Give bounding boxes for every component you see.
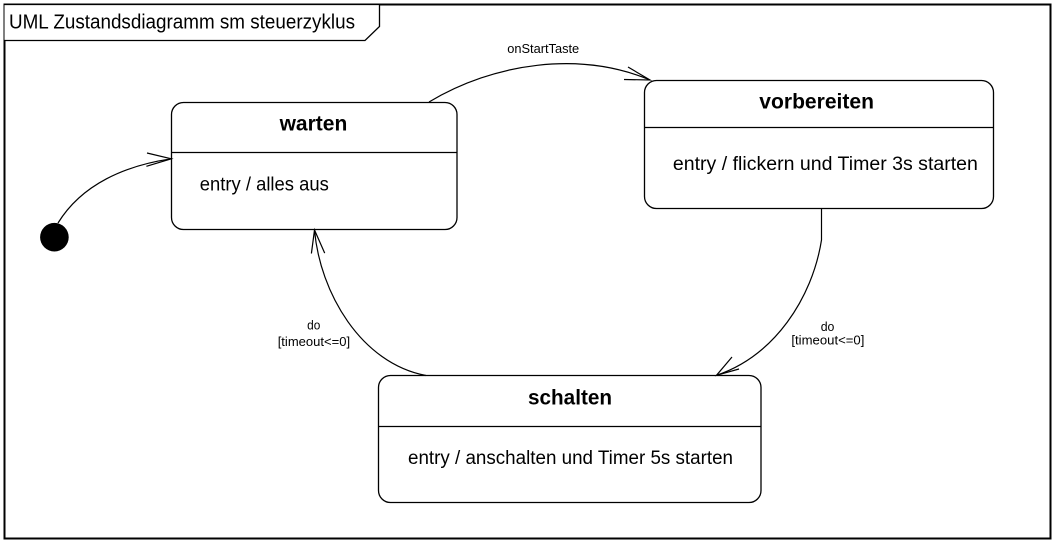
svg-text:entry / alles aus: entry / alles aus	[200, 175, 329, 196]
svg-text:onStartTaste: onStartTaste	[507, 41, 579, 56]
svg-text:UML Zustandsdiagramm sm steuer: UML Zustandsdiagramm sm steuerzyklus	[9, 12, 355, 34]
svg-text:entry / anschalten und Timer 5: entry / anschalten und Timer 5s starten	[408, 448, 733, 469]
svg-text:entry / flickern und Timer 3s: entry / flickern und Timer 3s starten	[673, 154, 978, 175]
svg-text:warten: warten	[279, 113, 348, 136]
svg-text:schalten: schalten	[528, 386, 612, 409]
svg-text:do: do	[307, 318, 320, 333]
svg-text:[timeout<=0]: [timeout<=0]	[791, 332, 864, 347]
svg-text:vorbereiten: vorbereiten	[759, 91, 874, 114]
svg-text:[timeout<=0]: [timeout<=0]	[278, 334, 350, 349]
svg-text:do: do	[821, 319, 835, 334]
